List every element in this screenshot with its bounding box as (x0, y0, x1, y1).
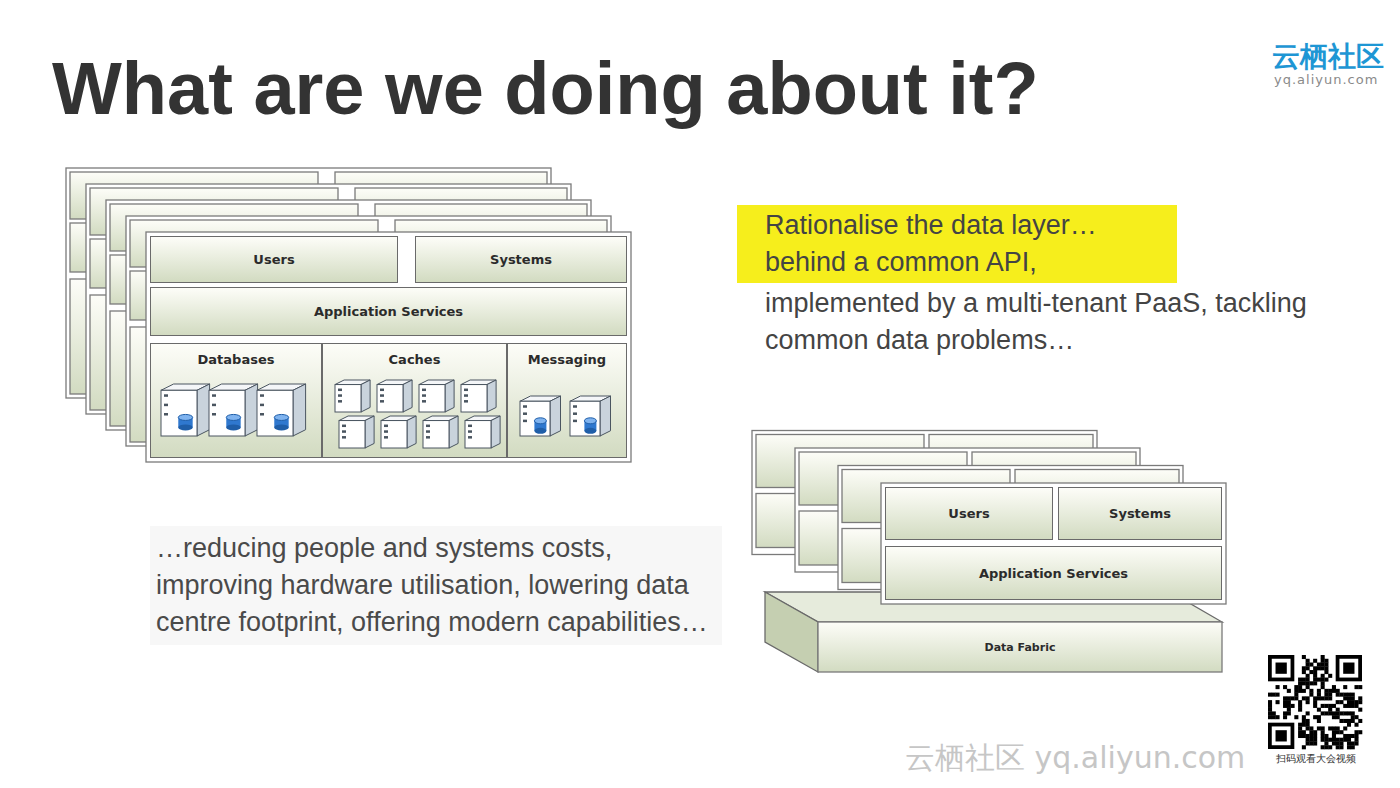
box-label: Data Fabric (985, 641, 1056, 654)
data-fabric-slab: Data Fabric (818, 622, 1222, 672)
logo-url: yq.aliyun.com (1274, 72, 1378, 87)
slab-front (818, 622, 1222, 672)
benefits-note: …reducing people and systems costs, impr… (150, 526, 722, 645)
box-label: Users (253, 252, 294, 267)
layer-box: Application Services (150, 287, 627, 336)
box-label: Caches (389, 352, 441, 367)
layer-stack (66, 168, 631, 462)
layer-card (146, 232, 631, 462)
logo-text: 云栖社区 (1272, 38, 1384, 76)
layer-box: Users (885, 487, 1053, 540)
layer-box: Users (150, 236, 398, 283)
box-label: Messaging (528, 352, 606, 367)
note: implemented by a multi-tenant PaaS, tack… (765, 285, 1325, 359)
box-label: Users (948, 506, 989, 521)
layer-stack (752, 431, 1226, 673)
box-label: Application Services (979, 566, 1128, 581)
qr-caption: 扫码观看大会视频 (1262, 752, 1370, 766)
layer-box: Systems (415, 236, 627, 283)
store-panel: Databases (150, 343, 322, 458)
slide-title: What are we doing about it? (52, 46, 1039, 131)
layer-box: Application Services (885, 546, 1222, 600)
box-label: Databases (198, 352, 275, 367)
box-label: Systems (490, 252, 552, 267)
watermark: 云栖社区 yq.aliyun.com (905, 738, 1245, 779)
store-panel: Caches (322, 343, 507, 458)
layer-card (881, 483, 1226, 604)
layer-box: Systems (1058, 487, 1222, 540)
box-label: Systems (1109, 506, 1171, 521)
highlighted-note: Rationalise the data layer… behind a com… (737, 205, 1177, 283)
qr-code (1266, 653, 1364, 751)
slab-side (765, 592, 818, 672)
box-label: Application Services (314, 304, 463, 319)
store-panel: Messaging (507, 343, 627, 458)
